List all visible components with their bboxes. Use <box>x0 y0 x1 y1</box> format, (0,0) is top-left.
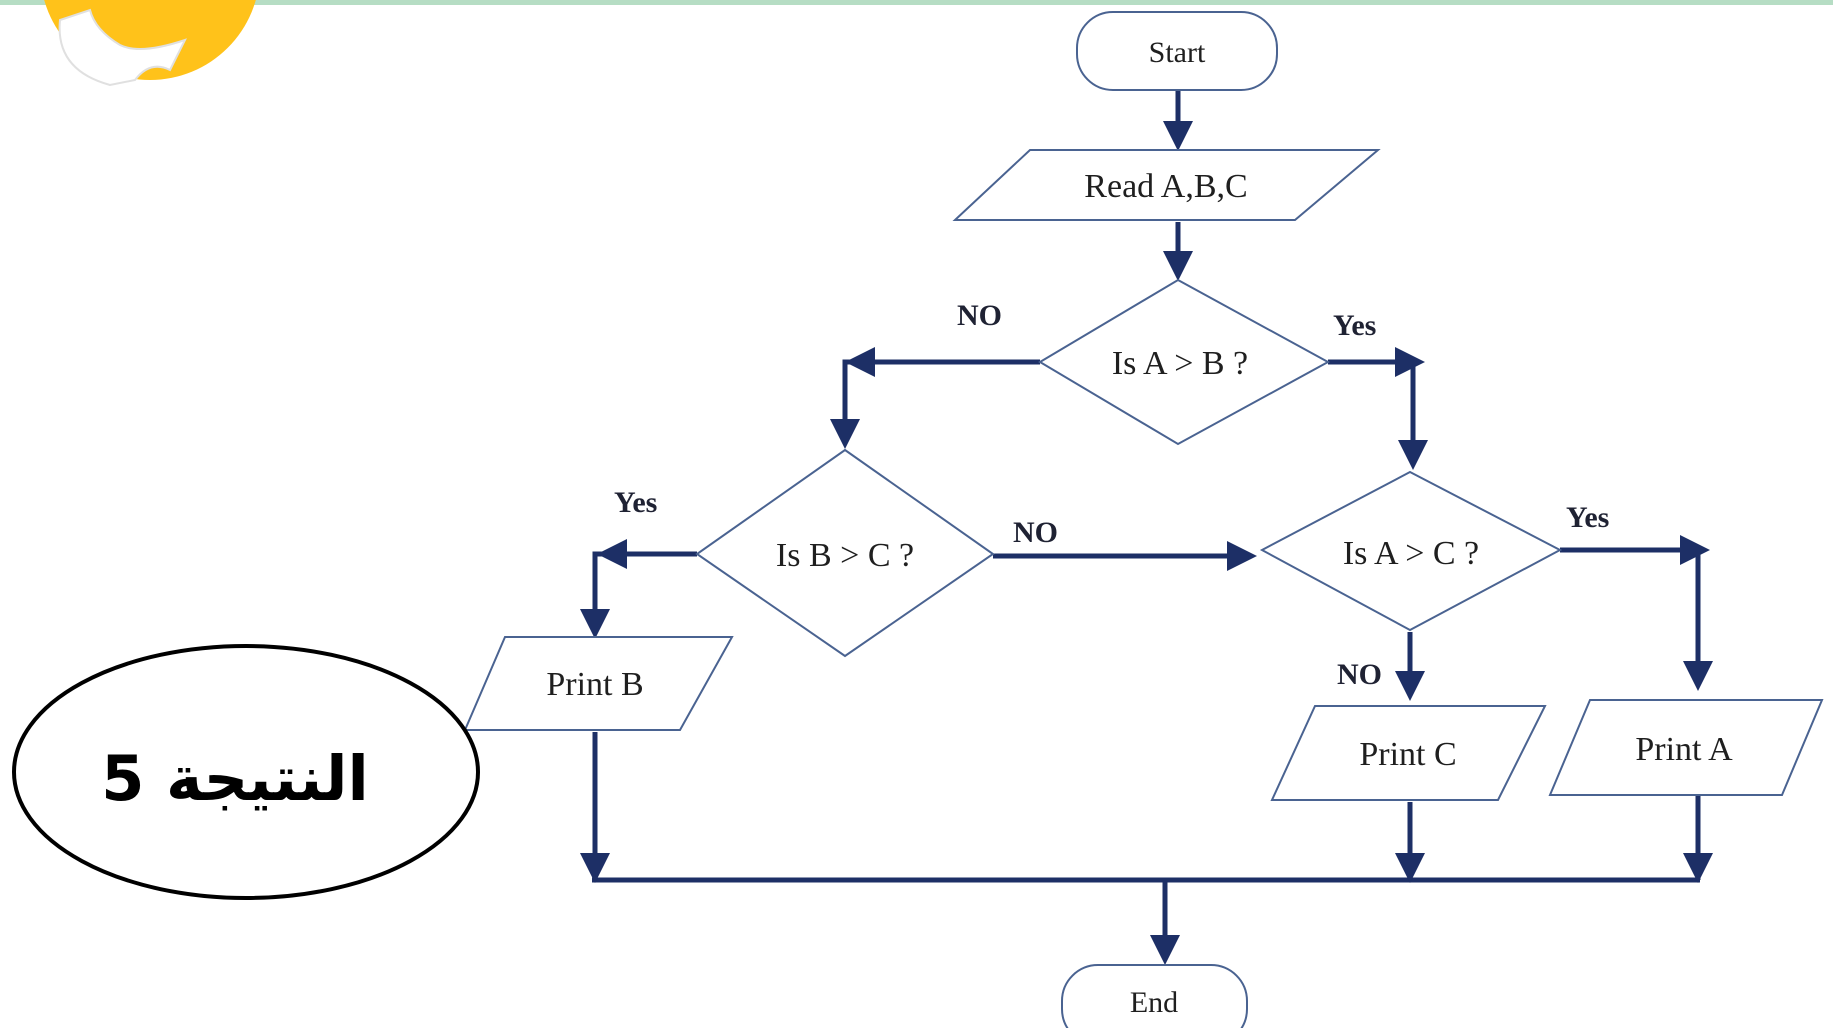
print-a-shape <box>1548 699 1824 796</box>
branch-ab-yes-label: Yes <box>1333 309 1376 342</box>
end-label: End <box>1130 986 1178 1019</box>
branch-ac-yes-label: Yes <box>1566 501 1609 534</box>
branch-bc-no-label: NO <box>1013 516 1058 549</box>
connector-bc-yes <box>580 551 697 639</box>
connector-ac-yes <box>1560 547 1713 691</box>
read-label: Read A,B,C <box>1084 168 1247 205</box>
decision-a-gt-b <box>1038 278 1331 446</box>
print-a-label: Print A <box>1635 731 1733 768</box>
result-badge-ellipse <box>12 644 480 900</box>
branch-ac-no-label: NO <box>1337 658 1382 691</box>
print-c-shape <box>1270 705 1547 801</box>
decision-ac-label: Is A > C ? <box>1343 535 1479 572</box>
result-badge-text: النتيجة 5 <box>101 742 368 815</box>
start-label: Start <box>1149 36 1206 69</box>
start-terminator <box>1076 11 1278 91</box>
branch-ab-no-label: NO <box>957 299 1002 332</box>
header-bar <box>0 0 1833 5</box>
end-terminator <box>1061 964 1248 1028</box>
connector-ab-yes <box>1328 359 1428 470</box>
print-b-label: Print B <box>546 666 643 703</box>
print-c-label: Print C <box>1359 736 1456 773</box>
decision-a-gt-c <box>1259 470 1563 632</box>
decision-b-gt-c <box>695 448 995 658</box>
decision-ab-label: Is A > B ? <box>1112 345 1248 382</box>
connector-ab-no <box>830 359 1040 449</box>
branch-bc-yes-label: Yes <box>614 486 657 519</box>
decision-bc-label: Is B > C ? <box>776 537 914 574</box>
print-b-shape <box>463 636 734 731</box>
smiley-mascot-icon <box>44 0 256 87</box>
read-input-shape <box>952 149 1381 221</box>
